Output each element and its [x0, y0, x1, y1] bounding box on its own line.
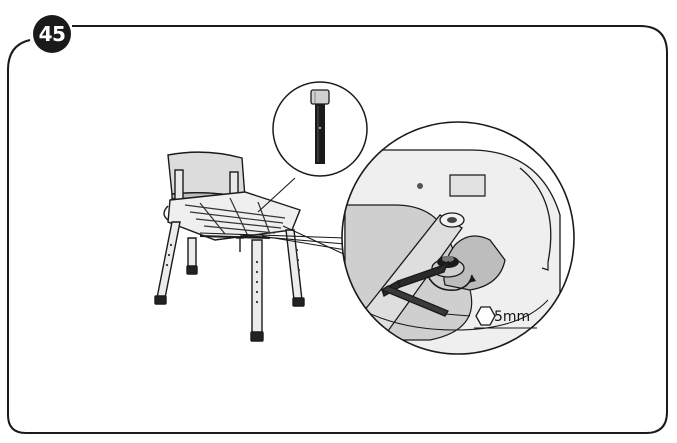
detail-callout: [341, 121, 575, 355]
bolt-icon: [310, 89, 330, 164]
bolt-marker: [236, 237, 244, 252]
tool-size-text: 5mm: [494, 309, 530, 325]
size-leader: [444, 313, 471, 317]
leader-lines: [199, 177, 349, 257]
chair-feet: [154, 265, 305, 342]
hex-key-icon: [380, 260, 450, 317]
tool-size-label: 5mm: [474, 306, 537, 329]
bolt-callout: [272, 81, 368, 177]
hexagon-icon: [475, 306, 496, 326]
step-number-badge: 45: [33, 15, 71, 53]
shower-chair: [154, 151, 305, 342]
chair-seat-frame: [167, 191, 301, 241]
chair-seat-slats: [184, 197, 286, 237]
panel-frame: [7, 25, 668, 434]
